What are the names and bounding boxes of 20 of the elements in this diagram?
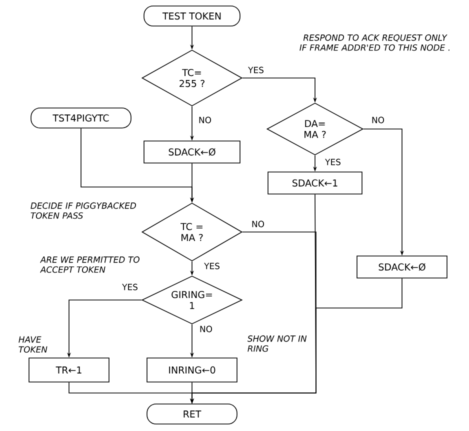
annotation: ARE WE PERMITTED TO ACCEPT TOKEN [40,256,140,273]
terminal-box: TEST TOKEN [144,6,240,26]
edge-label: NO [198,324,214,334]
edge-label: YES [247,66,265,74]
edge-label: NO [250,220,266,228]
edge-label: YES [203,262,221,270]
edge-label: YES [121,282,139,292]
process-box: TR←1 [28,358,110,382]
terminal-box: RET [146,404,238,424]
edge-label: NO [198,116,212,124]
process-box: SDACK←1 [268,172,362,194]
edge-label: NO [370,116,386,124]
terminal-box: TST4PIGYTC [30,108,132,128]
annotation: RESPOND TO ACK REQUEST ONLY IF FRAME ADDR'ED TO THIS NODE . [300,34,450,51]
annotation: SHOW NOT IN RING [247,335,307,352]
annotation: HAVE TOKEN [18,336,48,353]
edge-label: YES [324,158,342,166]
process-box: SDACK←Ø [144,140,240,164]
process-box: SDACK←Ø [356,256,448,278]
process-box: INRING←0 [146,358,238,382]
